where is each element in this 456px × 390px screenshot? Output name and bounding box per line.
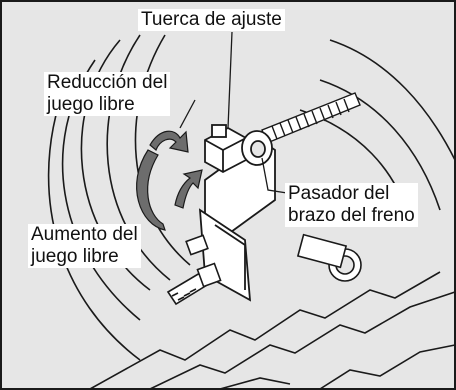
lower-bolts	[166, 233, 362, 306]
leader-lines	[179, 31, 288, 194]
decrease-free-play-line-2: juego libre	[47, 94, 135, 115]
brake-arm-pin-line-1: Pasador del	[288, 183, 390, 204]
decrease-free-play-label: Reducción del juego libre	[44, 72, 171, 116]
brake-arm-pin	[241, 130, 273, 166]
increase-free-play-line-1: Aumento del	[31, 224, 138, 245]
brake-arm-pin-line-2: brazo del freno	[288, 205, 415, 226]
increase-free-play-line-2: juego libre	[31, 246, 119, 267]
decrease-free-play-line-1: Reducción del	[47, 72, 168, 93]
increase-free-play-label: Aumento del juego libre	[28, 224, 141, 268]
tire-tread	[89, 271, 456, 390]
rotation-arrows	[136, 130, 203, 231]
adjusting-nut-text: Tuerca de ajuste	[141, 9, 282, 30]
adjusting-nut-label: Tuerca de ajuste	[138, 9, 285, 31]
adjusting-nut	[204, 124, 247, 174]
brake-arm-pin-label: Pasador del brazo del freno	[285, 183, 418, 227]
